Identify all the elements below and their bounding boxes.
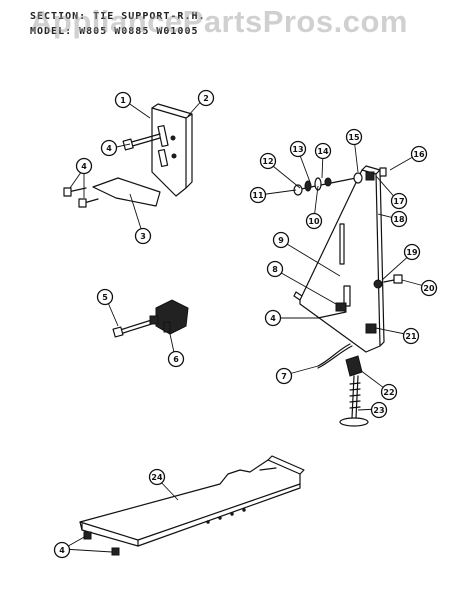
callout-23: 23 xyxy=(370,401,388,419)
block-part-6 xyxy=(149,299,189,335)
callout-17-label: 17 xyxy=(393,197,404,206)
foot-part-22 xyxy=(345,355,363,377)
callout-11-label: 11 xyxy=(252,191,264,200)
screws-part-4b xyxy=(63,187,99,208)
callout-14: 14 xyxy=(314,142,332,160)
callout-10-label: 10 xyxy=(308,217,320,226)
callout-5-label: 5 xyxy=(102,293,108,302)
leveling-screw-part-23 xyxy=(339,375,369,427)
callout-3: 3 xyxy=(134,227,152,245)
callout-4-screws-label: 4 xyxy=(81,162,87,171)
callout-10: 10 xyxy=(305,212,323,230)
callout-3-label: 3 xyxy=(140,232,146,241)
callout-4-cover-label: 4 xyxy=(59,546,65,555)
callout-18: 18 xyxy=(390,210,408,228)
callout-9: 9 xyxy=(272,231,290,249)
callout-24: 24 xyxy=(148,468,166,486)
callout-19-label: 19 xyxy=(406,248,418,257)
callout-9-label: 9 xyxy=(278,236,284,245)
vertical-bracket-part-18 xyxy=(293,165,385,353)
callout-13: 13 xyxy=(289,140,307,158)
callout-1-label: 1 xyxy=(120,96,126,105)
callout-4-bolt-label: 4 xyxy=(106,144,112,153)
callout-5: 5 xyxy=(96,288,114,306)
watermark: AppliancePartsPros.com xyxy=(30,4,408,39)
section-title: SECTION: TIE SUPPORT-R.H. xyxy=(30,11,206,22)
callout-4-bracket-label: 4 xyxy=(270,314,276,323)
callout-20: 20 xyxy=(420,279,438,297)
callout-23-label: 23 xyxy=(373,406,384,415)
callout-15-label: 15 xyxy=(348,133,360,142)
fasteners-19-20-21 xyxy=(365,274,403,334)
callout-22: 22 xyxy=(380,383,398,401)
callout-21-label: 21 xyxy=(405,332,417,341)
callout-6-label: 6 xyxy=(173,355,179,364)
bracket-part-2 xyxy=(151,103,193,197)
callout-2: 2 xyxy=(197,89,215,107)
callout-21: 21 xyxy=(402,327,420,345)
bottom-cover-part-24 xyxy=(79,455,305,547)
callout-16-label: 16 xyxy=(413,150,425,159)
washer-stack xyxy=(293,167,387,196)
callout-4-bracket: 4 xyxy=(264,309,282,327)
callout-1: 1 xyxy=(114,91,132,109)
callout-18-label: 18 xyxy=(393,215,405,224)
callout-8-label: 8 xyxy=(272,265,278,274)
model-list: MODEL: W805 W0885 W01005 xyxy=(30,26,199,37)
callout-8: 8 xyxy=(266,260,284,278)
callout-4-bolt: 4 xyxy=(100,139,118,157)
callout-17: 17 xyxy=(390,192,408,210)
callout-2-label: 2 xyxy=(203,94,209,103)
callout-7-label: 7 xyxy=(281,372,287,381)
callout-15: 15 xyxy=(345,128,363,146)
callout-20-label: 20 xyxy=(423,284,435,293)
callout-12-label: 12 xyxy=(262,157,273,166)
callout-12: 12 xyxy=(259,152,277,170)
screws-part-4d xyxy=(83,531,120,556)
callout-16: 16 xyxy=(410,145,428,163)
callout-11: 11 xyxy=(249,186,267,204)
callout-19: 19 xyxy=(403,243,421,261)
plate-part-3 xyxy=(92,177,161,207)
wire-part-7 xyxy=(317,343,353,369)
callout-4-cover: 4 xyxy=(53,541,71,559)
callout-7: 7 xyxy=(275,367,293,385)
callout-6: 6 xyxy=(167,350,185,368)
callout-14-label: 14 xyxy=(317,147,329,156)
callout-22-label: 22 xyxy=(383,388,394,397)
callout-13-label: 13 xyxy=(292,145,303,154)
callout-4-screws: 4 xyxy=(75,157,93,175)
callout-24-label: 24 xyxy=(151,473,163,482)
